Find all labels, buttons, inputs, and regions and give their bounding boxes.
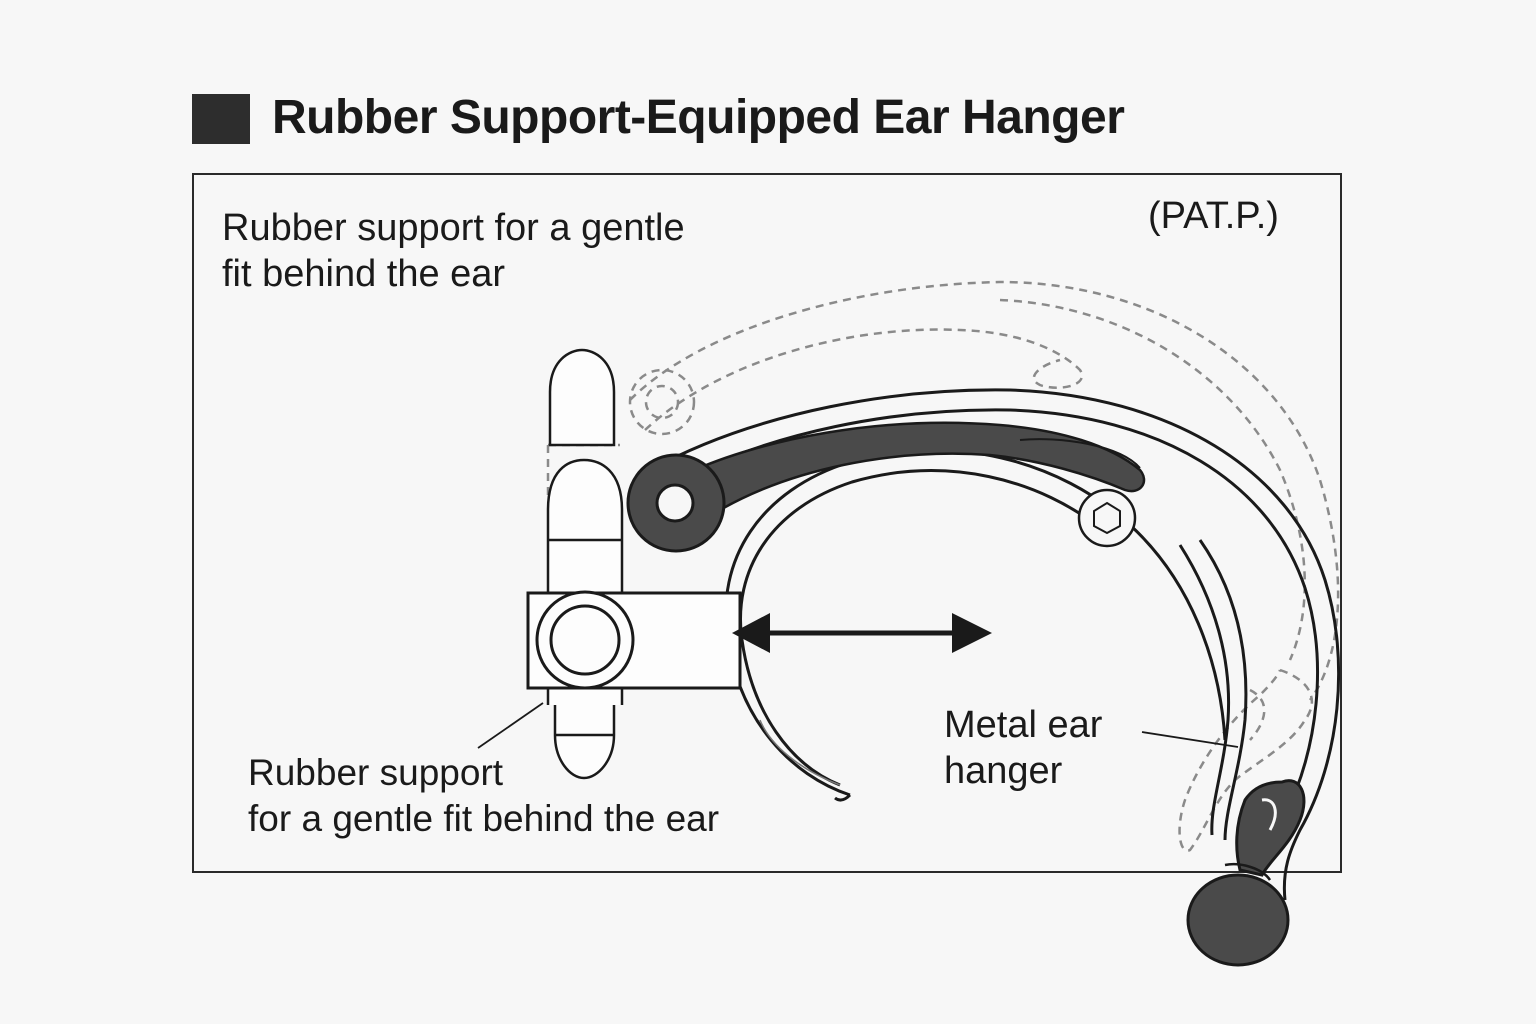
bottom-label: Rubber support for a gentle fit behind t… (248, 750, 719, 842)
dark-rubber-arm (626, 421, 1146, 553)
dashed-alternate-position (546, 280, 1340, 852)
top-label-line2: fit behind the ear (222, 253, 506, 295)
metal-label-line2: hanger (944, 750, 1063, 792)
bottom-label-line2: for a gentle fit behind the ear (248, 798, 720, 839)
page-title: Rubber Support-Equipped Ear Hanger (272, 91, 1125, 144)
top-label-line1: Rubber support for a gentle (222, 207, 685, 249)
clamp-block (526, 590, 742, 690)
leader-lines (477, 702, 1239, 749)
diagram-frame (192, 173, 1342, 873)
patent-pending-label: (PAT.P.) (1148, 195, 1279, 237)
adjustment-arrow (732, 613, 992, 653)
dark-ear-tip (1186, 779, 1306, 967)
metal-ear-hanger-label: Metal ear hanger (944, 702, 1102, 794)
title-marker-square (192, 94, 250, 144)
metal-label-line1: Metal ear (944, 704, 1103, 746)
metal-ear-hanger (649, 388, 1341, 901)
bottom-label-line1: Rubber support (248, 752, 504, 793)
upper-rubber-support (548, 348, 616, 447)
top-label: Rubber support for a gentle fit behind t… (222, 205, 685, 297)
hex-screw-icon (1077, 488, 1137, 548)
